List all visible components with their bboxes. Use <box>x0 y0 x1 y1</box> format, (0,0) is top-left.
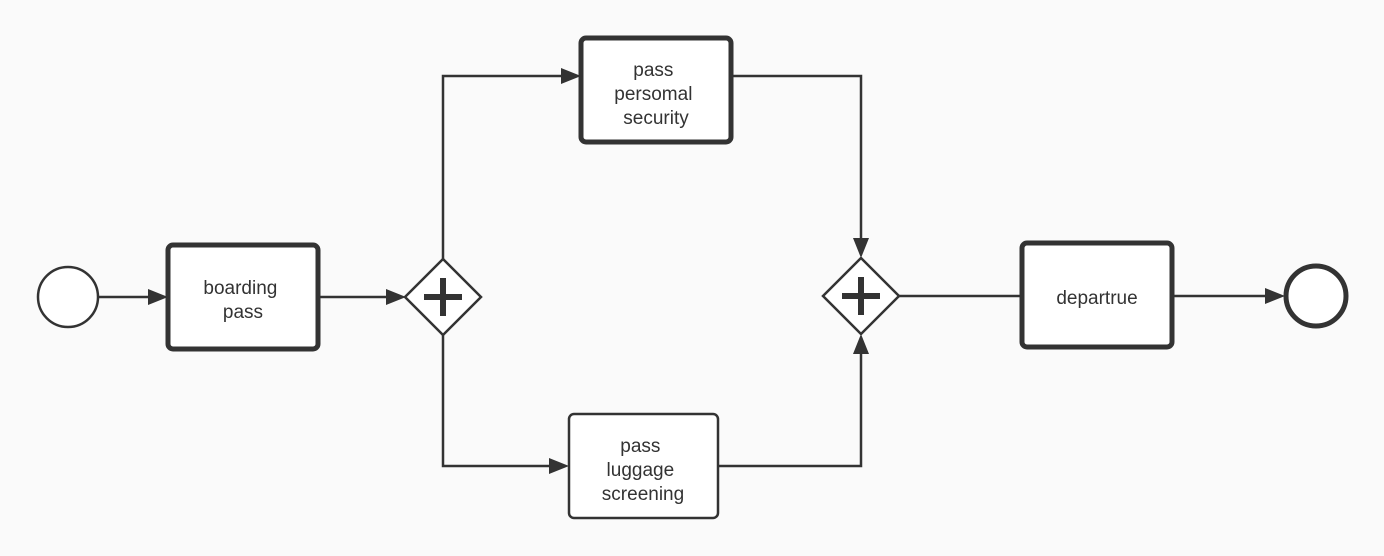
arrowhead <box>148 289 168 305</box>
task-boarding-pass[interactable]: boarding pass <box>165 242 321 352</box>
task-label-line: pass <box>620 436 660 457</box>
task-box <box>578 35 734 145</box>
task-label-line: luggage <box>607 460 675 481</box>
plus-icon <box>424 278 462 316</box>
arrowhead <box>386 289 406 305</box>
flow-split-to-personal-security[interactable] <box>441 74 561 259</box>
task-pass-personal-security[interactable]: pass persomal security <box>578 35 734 145</box>
task-pass-luggage-screening[interactable]: pass luggage screening <box>567 412 720 520</box>
flow-personal-security-to-join[interactable] <box>731 74 863 238</box>
task-label: pass persomal security <box>614 60 697 129</box>
flow-split-to-luggage[interactable] <box>441 335 549 468</box>
parallel-gateway-split[interactable] <box>403 257 483 337</box>
task-label-line: boarding <box>203 278 277 299</box>
task-box <box>1019 240 1175 350</box>
arrowhead <box>853 238 869 258</box>
arrowhead <box>549 458 569 474</box>
arrowhead <box>853 334 869 354</box>
task-label-line: screening <box>602 484 684 505</box>
task-label-line: pass <box>223 302 263 323</box>
parallel-gateway-join[interactable] <box>821 256 901 336</box>
task-box <box>567 412 720 520</box>
plus-icon <box>842 277 880 315</box>
task-label-line: pass <box>633 60 673 81</box>
task-label: boarding pass <box>203 278 282 323</box>
flow-luggage-to-join[interactable] <box>719 354 863 468</box>
task-box <box>165 242 321 352</box>
task-label-line: security <box>623 108 689 129</box>
end-event[interactable] <box>1283 263 1349 329</box>
start-event[interactable] <box>36 265 100 329</box>
arrowhead <box>561 68 581 84</box>
task-label: departrue <box>1056 288 1137 309</box>
task-departure[interactable]: departrue <box>1019 240 1175 350</box>
arrowhead <box>1265 288 1285 304</box>
task-label-line: persomal <box>614 84 692 105</box>
sequence-flows <box>98 68 1285 474</box>
task-label: pass luggage screening <box>602 436 684 505</box>
